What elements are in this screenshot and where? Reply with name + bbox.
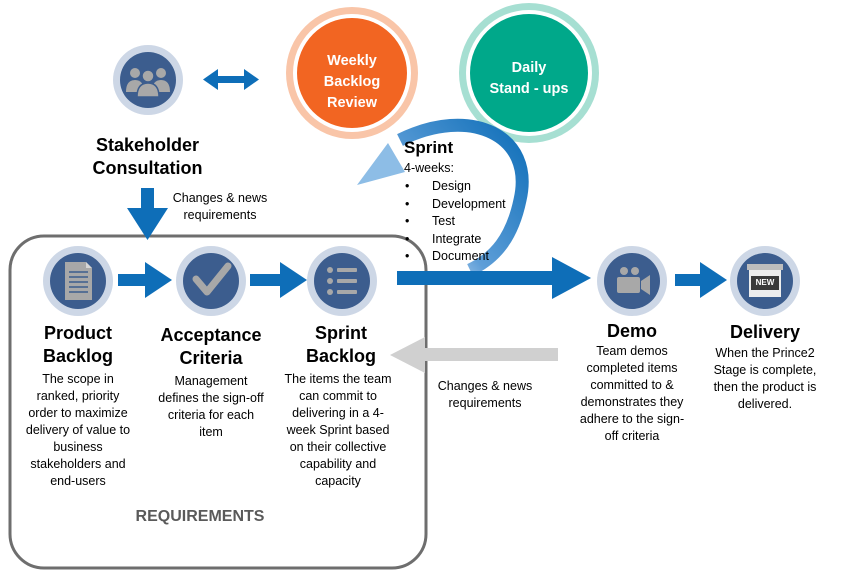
sprint-item-integrate: Integrate — [404, 231, 506, 249]
stakeholder-title-line2: Consultation — [92, 158, 203, 178]
demo-desc-line: off criteria — [604, 429, 660, 443]
changes-bottom-line2: requirements — [448, 396, 522, 410]
demo-desc-line: adhere to the sign- — [579, 412, 685, 426]
arrow-backlog-to-criteria — [118, 262, 172, 298]
changes-top-label: Changes & news requirements — [160, 190, 280, 224]
stakeholder-title: Stakeholder Consultation — [70, 134, 225, 180]
acceptance-desc-line: criteria for each — [167, 408, 255, 422]
acceptance-criteria-title: Acceptance Criteria — [145, 324, 277, 370]
sprint-backlog-desc-line: delivering in a 4- — [292, 406, 384, 420]
product-backlog-desc-line: stakeholders and — [30, 457, 126, 471]
sprint-backlog-title: Sprint Backlog — [286, 322, 396, 368]
demo-desc-line: demonstrates they — [580, 395, 684, 409]
demo-description: Team demos completed items committed to … — [566, 343, 698, 445]
delivery-title: Delivery — [729, 322, 801, 342]
sprint-backlog-description: The items the team can commit to deliver… — [274, 371, 402, 490]
product-backlog-description: The scope in ranked, priority order to m… — [14, 371, 142, 490]
sprint-item-document: Document — [404, 248, 506, 266]
demo-title: Demo — [606, 321, 657, 341]
acceptance-title-line1: Acceptance — [160, 325, 262, 345]
daily-standups-label: Daily Stand - ups — [474, 58, 584, 100]
product-backlog-title: Product Backlog — [20, 322, 136, 368]
changes-bottom-label: Changes & news requirements — [425, 378, 545, 412]
product-backlog-desc-line: end-users — [50, 474, 106, 488]
delivery-description: When the Prince2 Stage is complete, then… — [700, 345, 830, 413]
sprint-to-demo-arrow — [397, 257, 591, 299]
list-icon — [307, 246, 377, 316]
delivery-desc-line: delivered. — [737, 397, 793, 411]
feedback-arrow — [390, 337, 558, 373]
demo-desc-line: committed to & — [590, 378, 674, 392]
sprint-title: Sprint — [404, 138, 454, 157]
product-backlog-title-line1: Product — [43, 323, 112, 343]
acceptance-title-line2: Criteria — [179, 348, 243, 368]
weekly-backlog-review-label: Weekly Backlog Review — [297, 51, 407, 114]
weekly-backlog-review-circle — [286, 7, 418, 139]
video-camera-icon — [597, 246, 667, 316]
sprint-backlog-title-line1: Sprint — [315, 323, 367, 343]
changes-top-line1: Changes & news — [172, 191, 268, 205]
down-arrow — [127, 188, 168, 240]
stakeholder-double-arrow — [203, 69, 259, 90]
daily-line2: Stand - ups — [489, 81, 569, 97]
product-backlog-title-line2: Backlog — [42, 346, 114, 366]
changes-bottom-line1: Changes & news — [437, 379, 533, 393]
sprint-backlog-desc-line: can commit to — [299, 389, 377, 403]
sprint-cycle-arrowhead — [357, 143, 405, 185]
requirements-label: REQUIREMENTS — [135, 508, 265, 525]
sprint-item-development: Development — [404, 196, 506, 214]
daily-line1: Daily — [511, 60, 547, 76]
sprint-backlog-desc-line: The items the team — [284, 372, 392, 386]
new-box-icon — [730, 246, 800, 316]
daily-standups-circle — [459, 3, 599, 143]
product-backlog-desc-line: delivery of value to — [25, 423, 131, 437]
people-group-icon — [113, 45, 183, 115]
stakeholder-title-line1: Stakeholder — [95, 135, 200, 155]
sprint-activity-list: Design Development Test Integrate Docume… — [404, 178, 506, 266]
product-backlog-desc-line: order to maximize — [28, 406, 128, 420]
demo-desc-line: completed items — [586, 361, 678, 375]
document-icon — [43, 246, 113, 316]
product-backlog-desc-line: ranked, priority — [36, 389, 120, 403]
sprint-item-test: Test — [404, 213, 506, 231]
sprint-backlog-title-line2: Backlog — [305, 346, 377, 366]
sprint-subtitle: 4-weeks: — [404, 161, 455, 175]
new-badge: NEW — [755, 278, 775, 287]
delivery-desc-line: When the Prince2 — [715, 346, 815, 360]
checkmark-icon — [176, 246, 246, 316]
sprint-backlog-desc-line: capacity — [315, 474, 361, 488]
acceptance-criteria-description: Management defines the sign-off criteria… — [143, 373, 279, 441]
acceptance-desc-line: Management — [174, 374, 248, 388]
demo-desc-line: Team demos — [596, 344, 668, 358]
sprint-backlog-desc-line: on their collective — [289, 440, 387, 454]
product-backlog-desc-line: business — [53, 440, 103, 454]
product-backlog-desc-line: The scope in — [42, 372, 114, 386]
requirements-box — [8, 234, 428, 570]
delivery-desc-line: then the product is — [713, 380, 817, 394]
sprint-item-design: Design — [404, 178, 506, 196]
changes-top-line2: requirements — [183, 208, 257, 222]
weekly-line2: Backlog Review — [323, 74, 381, 111]
weekly-line1: Weekly — [327, 53, 377, 69]
sprint-backlog-desc-line: capability and — [299, 457, 377, 471]
acceptance-desc-line: item — [199, 425, 223, 439]
sprint-backlog-desc-line: week Sprint based — [286, 423, 390, 437]
acceptance-desc-line: defines the sign-off — [158, 391, 264, 405]
arrow-criteria-to-sprint-backlog — [250, 262, 307, 298]
delivery-desc-line: Stage is complete, — [713, 363, 817, 377]
arrow-demo-to-delivery — [675, 262, 727, 298]
